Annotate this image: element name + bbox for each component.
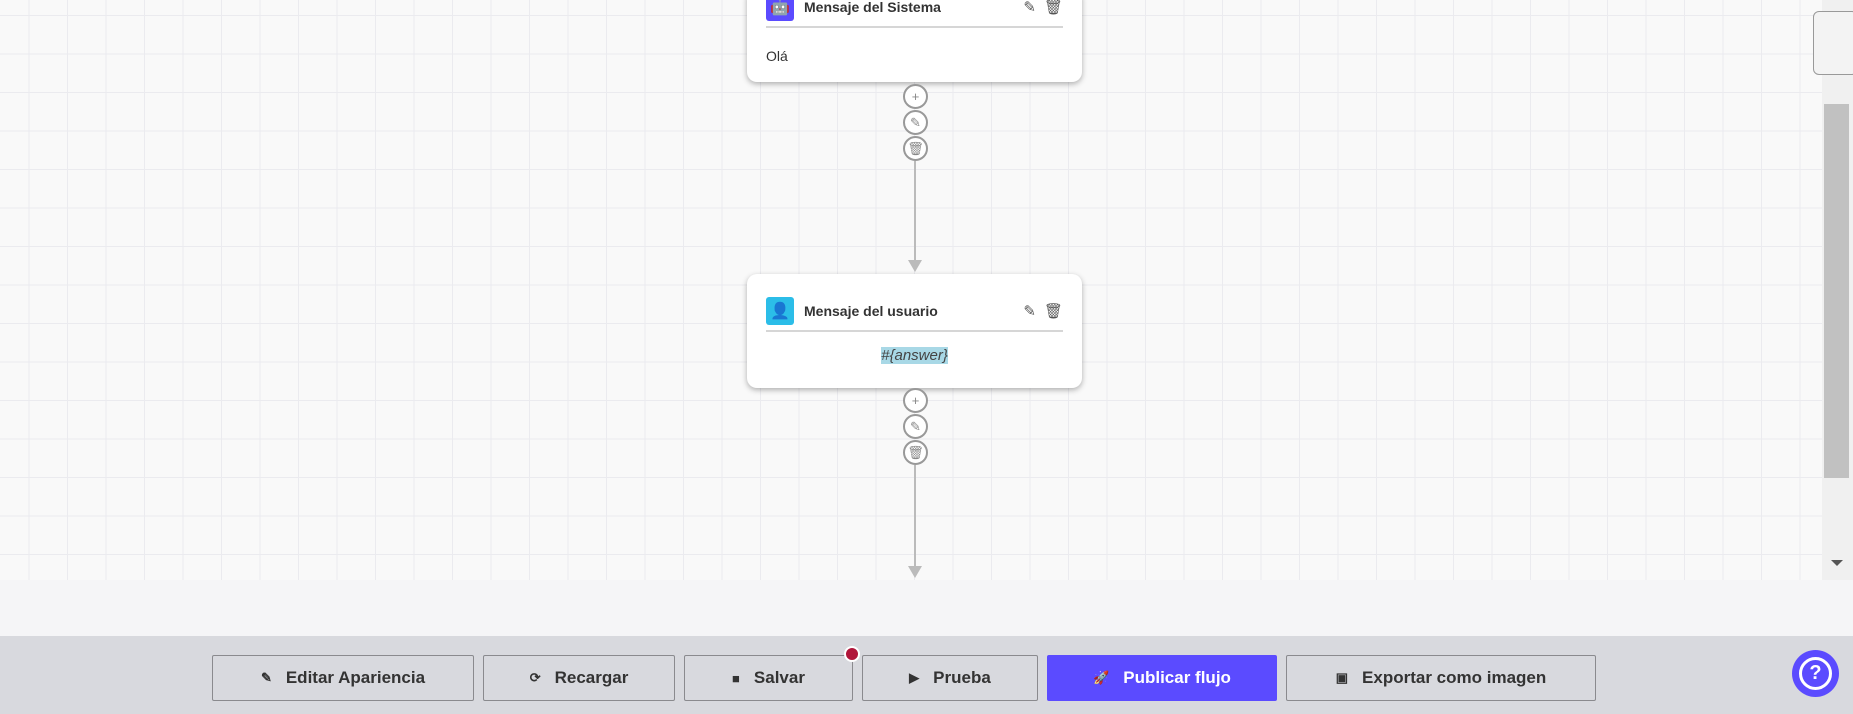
vertical-scrollbar[interactable]: [1822, 0, 1853, 580]
node-header: 👤 Mensaje del usuario ✎ 🗑: [766, 292, 1063, 332]
button-label: Salvar: [753, 668, 805, 687]
robot-icon: 🤖: [766, 0, 794, 21]
edit-icon[interactable]: ✎: [1023, 0, 1036, 16]
refresh-icon: ⟳: [529, 670, 541, 685]
edit-appearance-button[interactable]: ✎ Editar Apariencia: [212, 655, 474, 701]
test-button[interactable]: ▶ Prueba: [862, 655, 1038, 701]
bottom-toolbar: ✎ Editar Apariencia ⟳ Recargar ■ Salvar ▶ Pr…: [0, 636, 1853, 714]
delete-connection-button[interactable]: 🗑: [903, 136, 928, 161]
reload-button[interactable]: ⟳ Recargar: [483, 655, 675, 701]
add-node-button[interactable]: +: [903, 84, 928, 109]
image-icon: ▣: [1335, 670, 1349, 685]
button-label: Editar Apariencia: [285, 668, 426, 687]
question-icon: ?: [1799, 657, 1832, 690]
flow-canvas[interactable]: 🤖 Mensaje del Sistema ✎ 🗑 Olá + ✎ 🗑 👤 Me…: [0, 0, 1822, 580]
connector-line: [914, 465, 916, 567]
connector-arrow: [908, 566, 922, 578]
edit-icon[interactable]: ✎: [1023, 303, 1036, 320]
button-label: Publicar flujo: [1123, 668, 1231, 687]
unsaved-changes-badge: [844, 646, 860, 662]
user-icon: 👤: [766, 297, 794, 325]
scrollbar-thumb[interactable]: [1824, 104, 1849, 478]
node-title: Mensaje del Sistema: [804, 0, 941, 15]
trash-icon[interactable]: 🗑: [1043, 0, 1063, 16]
minimap-panel[interactable]: [1813, 11, 1853, 75]
edit-connection-button[interactable]: ✎: [903, 414, 928, 439]
node-user-message[interactable]: 👤 Mensaje del usuario ✎ 🗑 #{answer}: [747, 274, 1082, 388]
node-system-message[interactable]: 🤖 Mensaje del Sistema ✎ 🗑 Olá: [747, 0, 1082, 82]
play-icon: ▶: [909, 670, 920, 685]
button-label: Recargar: [554, 668, 629, 687]
save-button[interactable]: ■ Salvar: [684, 655, 853, 701]
delete-connection-button[interactable]: 🗑: [903, 440, 928, 465]
node-body: #{answer}: [881, 347, 948, 364]
help-button[interactable]: ?: [1792, 650, 1839, 697]
node-header: 🤖 Mensaje del Sistema ✎ 🗑: [766, 0, 1063, 28]
button-label: Exportar como imagen: [1362, 668, 1547, 687]
export-image-button[interactable]: ▣ Exportar como imagen: [1286, 655, 1596, 701]
button-label: Prueba: [933, 668, 991, 687]
floppy-disk-icon: ■: [732, 670, 740, 686]
rocket-icon: 🚀: [1093, 670, 1110, 685]
edit-icon: ✎: [260, 670, 272, 685]
scroll-down-icon[interactable]: [1831, 560, 1843, 566]
trash-icon[interactable]: 🗑: [1043, 303, 1063, 320]
edit-connection-button[interactable]: ✎: [903, 110, 928, 135]
connector-arrow: [908, 260, 922, 272]
node-title: Mensaje del usuario: [804, 303, 938, 319]
node-body: Olá: [766, 48, 788, 64]
connector-line: [914, 161, 916, 261]
publish-flow-button[interactable]: 🚀 Publicar flujo: [1047, 655, 1277, 701]
add-node-button[interactable]: +: [903, 388, 928, 413]
